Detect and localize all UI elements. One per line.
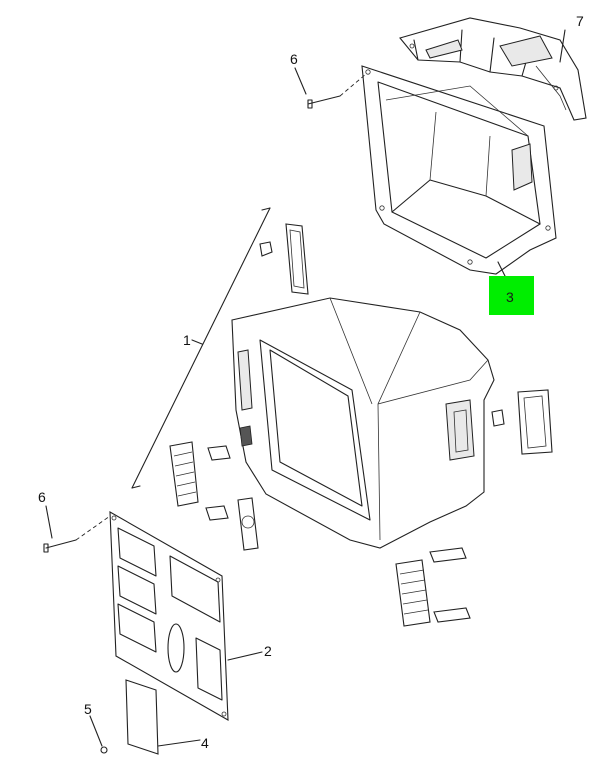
- dash-housing: [231, 297, 495, 549]
- callout-3: 3: [506, 289, 514, 305]
- callout-1: 1: [183, 332, 191, 348]
- callout-2: 2: [264, 643, 272, 659]
- part-7-bracket: [399, 17, 587, 121]
- callout-4: 4: [201, 735, 209, 751]
- part-6-top-screw: [294, 67, 367, 109]
- callout-6-left: 6: [38, 489, 46, 505]
- part-3-box-frame: [361, 65, 557, 275]
- callout-3-highlight[interactable]: [489, 276, 534, 315]
- part-7-leader: [559, 29, 566, 63]
- callout-5: 5: [84, 701, 92, 717]
- part-2-panel: [109, 511, 263, 721]
- small-clips-and-seals: [205, 223, 553, 623]
- callout-6-top: 6: [290, 51, 298, 67]
- air-vents: [169, 441, 431, 627]
- part-4-plate: [125, 679, 201, 755]
- part-1-group-bracket: [131, 207, 271, 489]
- part-5-screw: [89, 715, 108, 754]
- part-6-left-screw: [43, 505, 111, 553]
- callout-7: 7: [576, 13, 584, 29]
